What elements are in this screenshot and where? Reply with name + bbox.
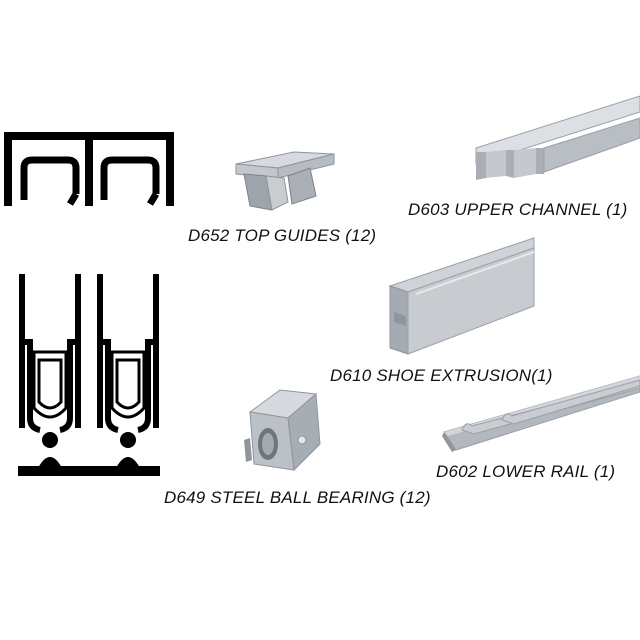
steel-ball-bearing-label: D649 STEEL BALL BEARING (12)	[164, 488, 431, 507]
shoe-extrusion-part	[388, 237, 535, 355]
upper-channel-part	[475, 95, 640, 180]
upper-channel-profile-diagram	[4, 132, 174, 206]
top-guide-part	[235, 151, 335, 211]
shoe-extrusion-label: D610 SHOE EXTRUSION(1)	[330, 366, 553, 385]
lower-rail-label: D602 LOWER RAIL (1)	[436, 462, 616, 481]
shoe-rail-profile-diagram	[18, 274, 160, 476]
upper-channel-label: D603 UPPER CHANNEL (1)	[408, 200, 628, 219]
lower-rail-part	[442, 375, 640, 452]
steel-ball-bearing-part	[244, 389, 321, 472]
top-guides-label: D652 TOP GUIDES (12)	[188, 226, 377, 245]
